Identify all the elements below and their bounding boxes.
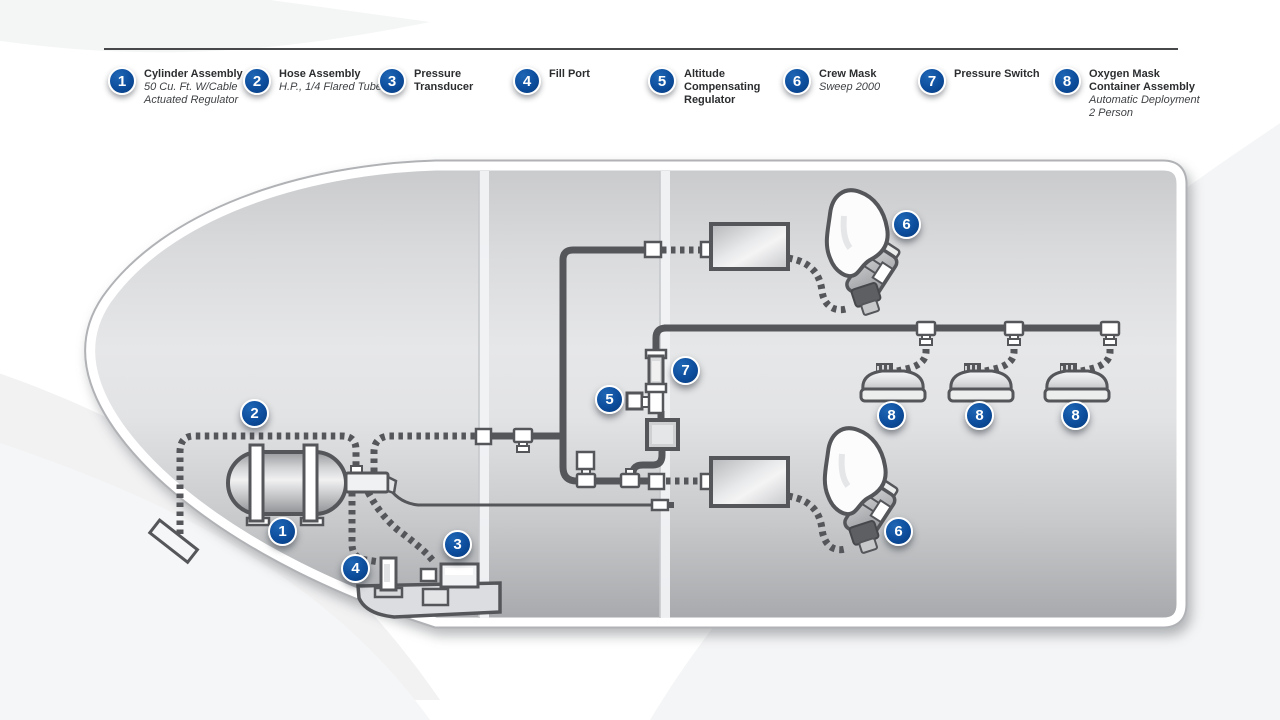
hose-container-3	[1072, 340, 1114, 377]
legend-subtitle: 50 Cu. Ft. W/Cable Actuated Regulator	[144, 81, 239, 106]
callout-number: 5	[605, 391, 614, 408]
legend-badge-number: 3	[387, 72, 397, 90]
tank-strap	[302, 443, 319, 523]
legend-badge-number: 2	[252, 72, 262, 90]
cylinder-assembly	[226, 443, 398, 527]
mask-hose-connector	[848, 520, 880, 554]
legend-badge-number: 7	[927, 72, 937, 90]
union-fitting	[474, 427, 493, 446]
crew-regulator-box-lower	[709, 456, 790, 508]
legend-subtitle: H.P., 1/4 Flared Tube	[279, 81, 382, 93]
hose-regulator-to-pipe	[370, 432, 477, 472]
legend-item-cylinder-assembly: 1 Cylinder Assembly 50 Cu. Ft. W/Cable A…	[108, 67, 256, 107]
legend-badge-2: 2	[243, 67, 271, 95]
callout-pressure-switch: 7	[671, 356, 700, 385]
legend-badge-7: 7	[918, 67, 946, 95]
callout-number: 1	[278, 523, 287, 540]
crew-mask-lower	[822, 426, 899, 554]
callout-number: 3	[453, 536, 462, 553]
callout-fill-port: 4	[341, 554, 370, 583]
legend-title: Pressure Transducer	[414, 68, 474, 93]
callout-cylinder-assembly: 1	[268, 517, 297, 546]
callout-hose-assembly: 2	[240, 399, 269, 428]
union-fitting	[647, 472, 666, 491]
cable-actuated-regulator	[344, 465, 398, 495]
mask-cup	[822, 426, 888, 516]
legend-badge-1: 1	[108, 67, 136, 95]
legend-item-pressure-switch: 7 Pressure Switch	[918, 67, 1064, 95]
manifold-block	[645, 418, 680, 451]
union-fitting	[643, 240, 663, 259]
callout-number: 8	[887, 407, 896, 424]
oxygen-mask-container-2	[947, 363, 1015, 403]
callout-number: 4	[351, 560, 360, 577]
legend-badge-number: 5	[657, 72, 667, 90]
legend-subtitle: Sweep 2000	[819, 81, 881, 93]
pipe-fittings	[474, 240, 1121, 491]
callout-number: 6	[902, 216, 911, 233]
legend-badge-4: 4	[513, 67, 541, 95]
distribution-tee-3	[1099, 320, 1121, 346]
callout-altitude-compensating-regulator: 5	[595, 385, 624, 414]
callout-number: 6	[894, 523, 903, 540]
legend-subtitle: Automatic Deployment 2 Person	[1089, 94, 1200, 119]
legend-badge-5: 5	[648, 67, 676, 95]
pressure-transducer	[419, 562, 480, 607]
legend-badge-8: 8	[1053, 67, 1081, 95]
legend-item-fill-port: 4 Fill Port	[513, 67, 629, 95]
mask-cup	[824, 188, 890, 278]
distribution-tee-1	[915, 320, 937, 346]
tee-fitting-down	[512, 427, 534, 453]
hose-hull-to-regulator	[176, 432, 360, 534]
legend-title: Cylinder Assembly	[144, 68, 243, 80]
legend-badge-number: 8	[1062, 72, 1072, 90]
hose-transducer	[364, 490, 438, 566]
legend-title: Fill Port	[549, 68, 590, 80]
legend-badge-3: 3	[378, 67, 406, 95]
callout-number: 8	[1071, 407, 1080, 424]
riser-pipe	[559, 246, 646, 440]
callout-oxygen-mask-container-3: 8	[1061, 401, 1090, 430]
bypass-valve	[575, 450, 597, 489]
fill-port	[373, 556, 404, 599]
legend-title: Pressure Switch	[954, 68, 1040, 80]
altitude-compensating-regulator	[625, 387, 665, 415]
callout-number: 2	[250, 405, 259, 422]
legend-item-oxygen-mask-container: 8 Oxygen Mask Container Assembly Automat…	[1053, 67, 1214, 120]
legend-separator-line	[104, 48, 1178, 50]
pressure-switch	[644, 348, 668, 394]
legend-title: Altitude Compensating Regulator	[684, 68, 761, 106]
legend-title: Oxygen Mask Container Assembly	[1089, 68, 1195, 93]
legend-badge-number: 1	[117, 72, 127, 90]
legend-badge-number: 4	[522, 72, 532, 90]
hose-container-1	[888, 340, 930, 377]
callout-oxygen-mask-container-1: 8	[877, 401, 906, 430]
mask-hose-connector	[850, 282, 882, 316]
legend-badge-number: 6	[792, 72, 802, 90]
distribution-tee-2	[1003, 320, 1025, 346]
tank-strap	[248, 443, 265, 523]
legend-item-pressure-transducer: 3 Pressure Transducer	[378, 67, 504, 95]
callout-number: 8	[975, 407, 984, 424]
crew-mask-upper	[824, 188, 901, 316]
callout-crew-mask-lower: 6	[884, 517, 913, 546]
legend-title: Crew Mask	[819, 68, 877, 80]
legend-item-hose-assembly: 2 Hose Assembly H.P., 1/4 Flared Tube	[243, 67, 399, 95]
hull-fill-fitting	[147, 518, 200, 565]
legend-item-crew-mask: 6 Crew Mask Sweep 2000	[783, 67, 914, 95]
callout-oxygen-mask-container-2: 8	[965, 401, 994, 430]
callout-pressure-transducer: 3	[443, 530, 472, 559]
legend-badge-6: 6	[783, 67, 811, 95]
tee-fitting-up	[619, 468, 641, 489]
legend-item-altitude-compensating-regulator: 5 Altitude Compensating Regulator	[648, 67, 784, 107]
legend-title: Hose Assembly	[279, 68, 361, 80]
oxygen-mask-container-3	[1043, 363, 1111, 403]
callout-number: 7	[681, 362, 690, 379]
crew-regulator-box-upper	[709, 222, 790, 271]
callout-crew-mask-upper: 6	[892, 210, 921, 239]
hose-container-2	[976, 340, 1018, 377]
